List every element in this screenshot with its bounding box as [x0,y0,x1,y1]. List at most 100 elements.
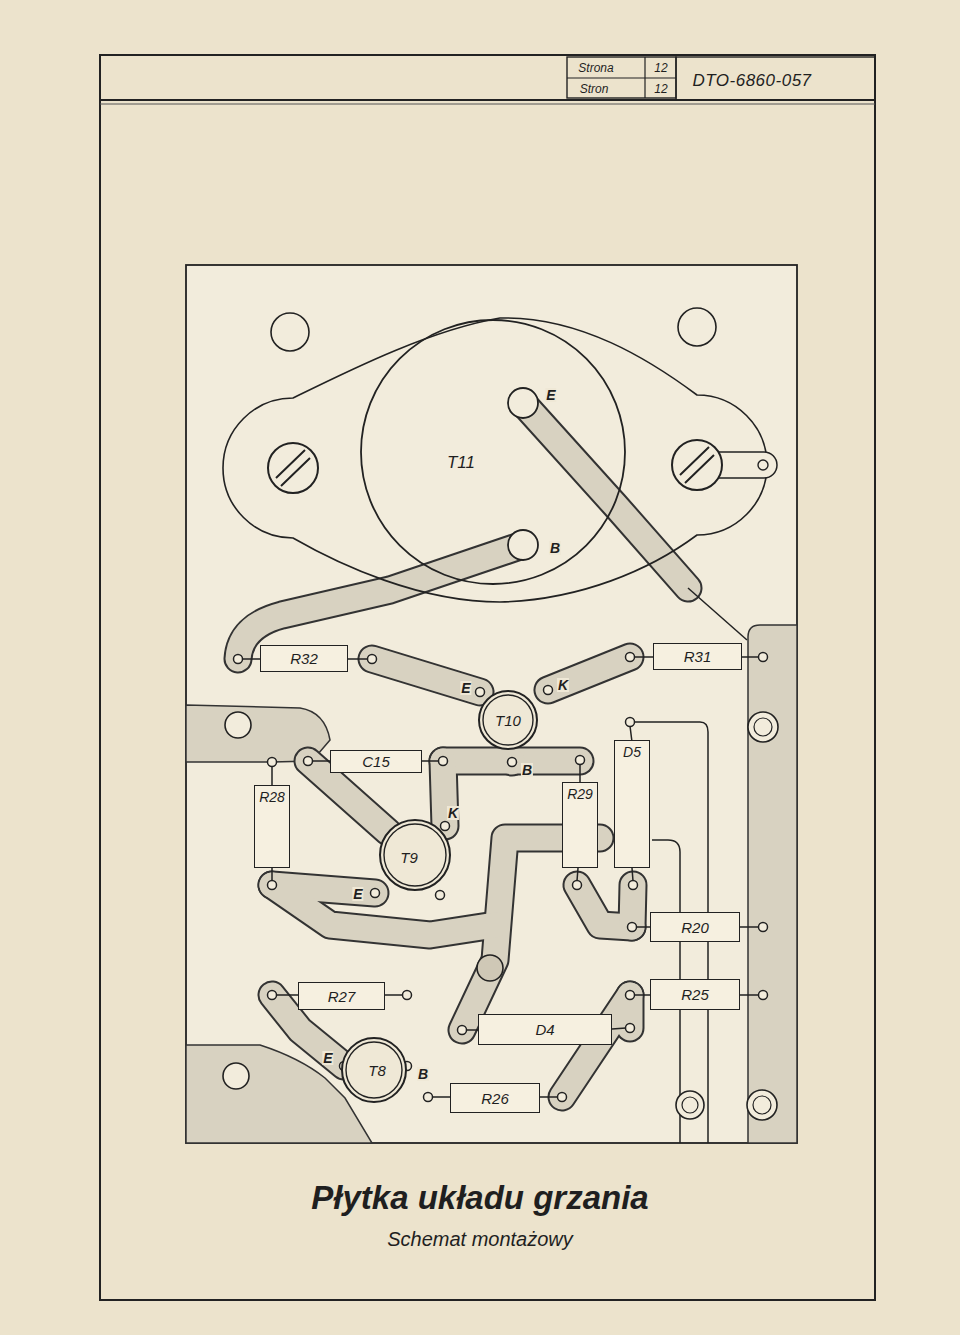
board-outline [186,265,797,1143]
pad [268,991,277,1000]
copper-trace [238,403,688,1097]
resistor-symbol: R20 [650,912,740,942]
part-name: R32 [290,651,318,666]
transistor-flange [223,318,767,602]
solder-pads [234,653,768,1102]
pin-label: K [447,806,459,820]
pin-pad [476,688,485,697]
resistor-symbol: R29 [562,782,598,868]
pad [573,881,582,890]
header-cell [644,57,645,98]
transistor-outline [346,1042,402,1098]
header-rule [100,104,875,105]
pad [626,1024,635,1033]
diode-symbol: D4 [478,1014,612,1045]
sheet-count: 12 [654,83,667,95]
header-cell [676,57,875,100]
pad [626,991,635,1000]
pad [626,653,635,662]
part-name: R31 [684,649,712,664]
pad [424,1093,433,1102]
pin-pad [436,891,445,900]
pin-label: E [545,388,556,402]
mounting-hole [223,1063,249,1089]
power-transistor: T11 [360,319,626,585]
mounting-hole [477,955,503,981]
screw [672,440,722,490]
pad [759,923,768,932]
pin-pad [441,822,450,831]
pin-label: E [322,1051,333,1065]
pad [629,881,638,890]
screw-slot [680,447,714,483]
pin-label: B [549,541,561,555]
part-name: T9 [400,850,418,865]
pad [576,756,585,765]
mounting-hole [754,718,772,736]
document-number: DTO-6860-057 [692,72,811,89]
transistor-outline [342,1038,406,1102]
resistor-symbol: R28 [254,785,290,868]
mounting-hole [676,1091,704,1119]
pad [268,758,277,767]
pad [558,1093,567,1102]
capacitor-symbol: C15 [330,750,422,773]
transistor-symbol: T10 [478,690,538,750]
part-name: R26 [481,1091,509,1106]
pin-label: E [460,681,471,695]
pin-hole [508,530,538,560]
component-outline [360,319,626,585]
part-name: C15 [362,754,390,769]
copper-trace-outline [238,403,688,1097]
transistor-outline [384,824,446,886]
resistor-symbol: R25 [650,979,740,1010]
wire [688,588,747,640]
resistor-symbol: R27 [298,982,385,1010]
solder-tab-hole [758,460,768,470]
part-name: T11 [447,454,475,471]
transistor-outline [483,695,533,745]
pin-pad [544,686,553,695]
pin-label: E [352,887,363,901]
pin-pad [508,758,517,767]
part-name: R20 [681,920,709,935]
part-name: D5 [623,745,641,759]
sheet-frame [100,55,875,1300]
mounting-hole [753,1096,771,1114]
header-cell [567,57,676,98]
pad [458,1026,467,1035]
pin-hole [508,388,538,418]
component-leads [242,657,759,1097]
resistor-symbol: R26 [450,1083,540,1113]
pad [626,718,635,727]
resistor-symbol: R31 [653,643,742,670]
mounting-hole [225,712,251,738]
transistor-outline [361,320,625,584]
part-name: R29 [567,787,593,801]
pin-label: B [417,1067,429,1081]
part-name: T10 [495,713,521,728]
pad [368,655,377,664]
part-name: T8 [368,1063,386,1078]
pad [759,991,768,1000]
screw [268,443,318,493]
part-name: R25 [681,987,709,1002]
screw-slot [276,450,310,486]
header-text: Stron [580,83,609,95]
part-name: R27 [328,989,356,1004]
header-text: Strona [578,62,613,74]
mounting-hole [271,313,309,351]
sheet-number: 12 [654,62,667,74]
pin-label: B [521,763,533,777]
transistor-outline [479,691,537,749]
diode-symbol: D5 [614,740,650,868]
part-name: D4 [535,1022,554,1037]
pad [268,881,277,890]
drawing-title: Płytka układu grzania [0,1180,960,1216]
resistor-symbol: R32 [260,645,348,672]
transistor-symbol: T8 [341,1037,407,1103]
pad [234,655,243,664]
